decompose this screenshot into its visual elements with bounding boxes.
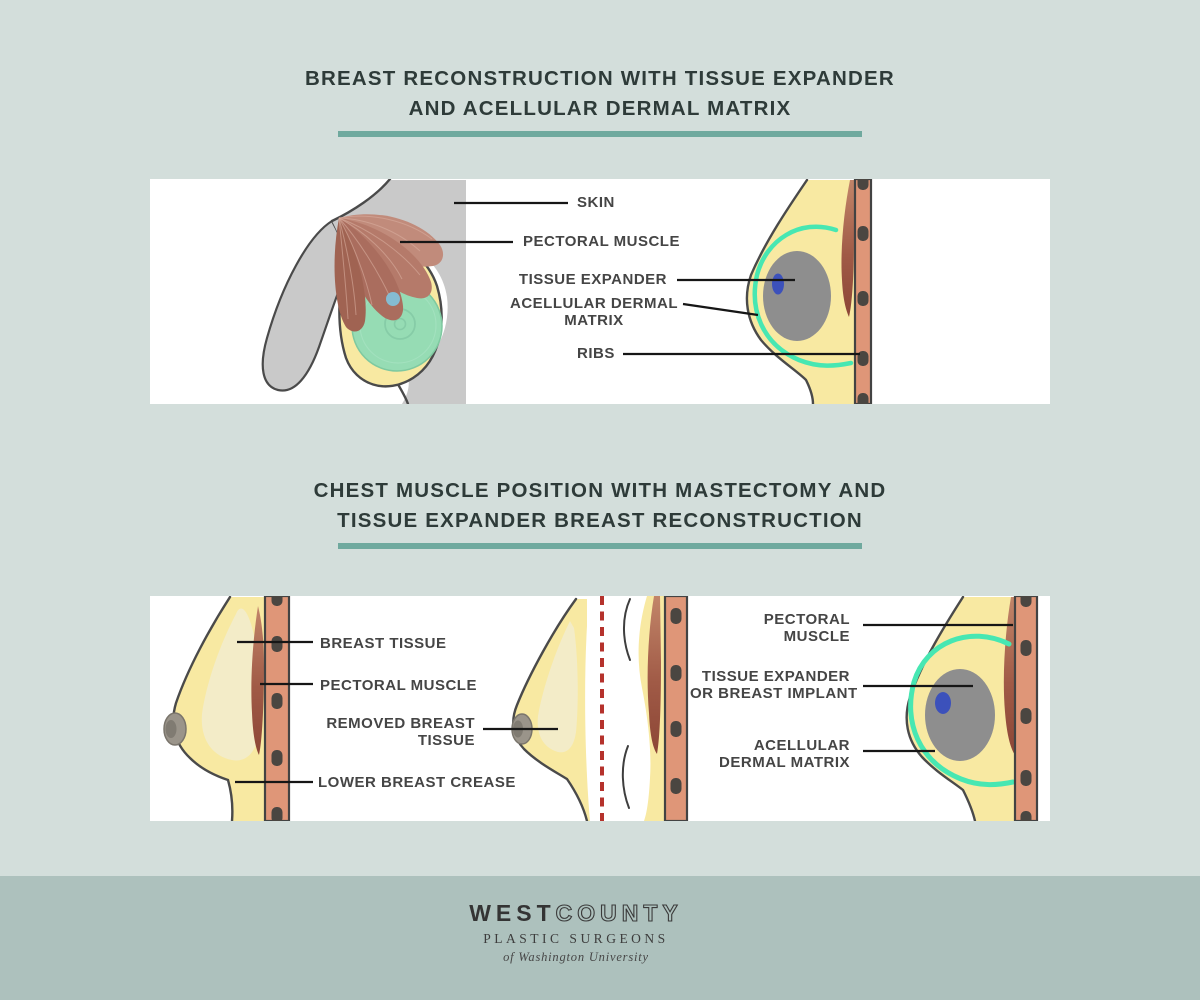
expander-port [935, 692, 951, 714]
pectoral-muscle-sliver [841, 180, 854, 317]
panel1-illustration [150, 179, 1050, 404]
label-pectoral-muscle-left: PECTORAL MUSCLE [320, 677, 477, 694]
pectoral-muscle-sliver [647, 596, 661, 754]
expander-port [772, 273, 784, 295]
label-acellular-dermal-matrix-2: ACELLULAR DERMAL MATRIX [719, 737, 850, 771]
chest-wall [853, 179, 873, 404]
acellular-dermal-matrix-curve [908, 633, 1016, 788]
chest-wall [263, 596, 291, 821]
reconstructed-breast-illustration [905, 596, 1039, 821]
label-removed-breast-tissue: REMOVED BREAST TISSUE [326, 715, 475, 749]
label-pectoral-muscle: PECTORAL MUSCLE [523, 233, 680, 250]
torso-illustration [261, 179, 466, 404]
natural-breast-illustration [163, 596, 291, 821]
nipple [163, 712, 187, 746]
port-dot [386, 292, 400, 306]
panel2-illustration [150, 596, 1050, 821]
label-acellular-dermal-matrix: ACELLULAR DERMAL MATRIX [510, 295, 678, 329]
section2-title-line1: CHEST MUSCLE POSITION WITH MASTECTOMY AN… [313, 479, 887, 502]
brand-county: COUNTY [555, 900, 683, 926]
leader-lines [400, 201, 860, 356]
label-tissue-expander: TISSUE EXPANDER [518, 271, 667, 288]
pectoral-muscle-fan [334, 214, 444, 332]
brand-subtitle: PLASTIC SURGEONS [483, 931, 669, 946]
section2-title: CHEST MUSCLE POSITION WITH MASTECTOMY AN… [0, 476, 1200, 536]
label-skin: SKIN [577, 194, 615, 211]
label-tissue-expander-or-implant: TISSUE EXPANDER OR BREAST IMPLANT [690, 668, 858, 702]
section1-title: BREAST RECONSTRUCTION WITH TISSUE EXPAND… [0, 64, 1200, 124]
cross-section-illustration [745, 179, 873, 404]
leader-lines [235, 623, 1013, 784]
brand-west: WEST [469, 900, 556, 926]
section1-title-line1: BREAST RECONSTRUCTION WITH TISSUE EXPAND… [305, 67, 895, 90]
footer-band [0, 876, 1200, 1000]
tissue-expander-shape [925, 669, 995, 761]
pectoral-muscle-sliver [251, 606, 264, 755]
chest-wall [663, 596, 689, 821]
chest-wall [1013, 596, 1039, 821]
brand-tagline: of Washington University [503, 950, 649, 964]
brand-wordmark: WESTCOUNTY [326, 900, 826, 926]
section2-accent-bar [338, 543, 862, 549]
panel2-artwork [163, 596, 1039, 821]
mastectomy-illustration [511, 596, 689, 821]
tissue-expander-shape [763, 251, 831, 341]
section2-title-line2: TISSUE EXPANDER BREAST RECONSTRUCTION [337, 509, 863, 532]
label-pectoral-muscle-right: PECTORAL MUSCLE [763, 611, 850, 645]
label-ribs: RIBS [577, 345, 615, 362]
label-breast-tissue: BREAST TISSUE [320, 635, 447, 652]
panel1-artwork [261, 179, 873, 404]
section1-accent-bar [338, 131, 862, 137]
acellular-dermal-matrix-curve [752, 224, 854, 368]
brand-logo: WESTCOUNTY PLASTIC SURGEONS of Washingto… [326, 900, 826, 965]
section1-title-line2: AND ACELLULAR DERMAL MATRIX [408, 97, 792, 120]
label-lower-breast-crease: LOWER BREAST CREASE [318, 774, 516, 791]
